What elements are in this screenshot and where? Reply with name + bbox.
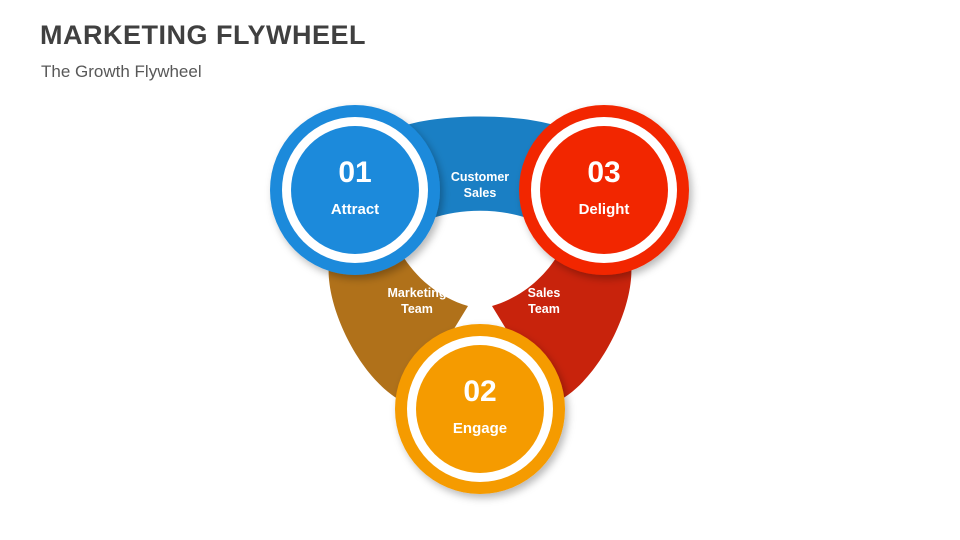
- node-delight[interactable]: [519, 105, 689, 275]
- node-attract-core: [291, 126, 419, 254]
- node-attract[interactable]: [270, 105, 440, 275]
- node-engage-core: [416, 345, 544, 473]
- page-subtitle: The Growth Flywheel: [41, 62, 202, 81]
- node-delight-core: [540, 126, 668, 254]
- node-engage[interactable]: [395, 324, 565, 494]
- page-title: MARKETING FLYWHEEL: [40, 20, 366, 50]
